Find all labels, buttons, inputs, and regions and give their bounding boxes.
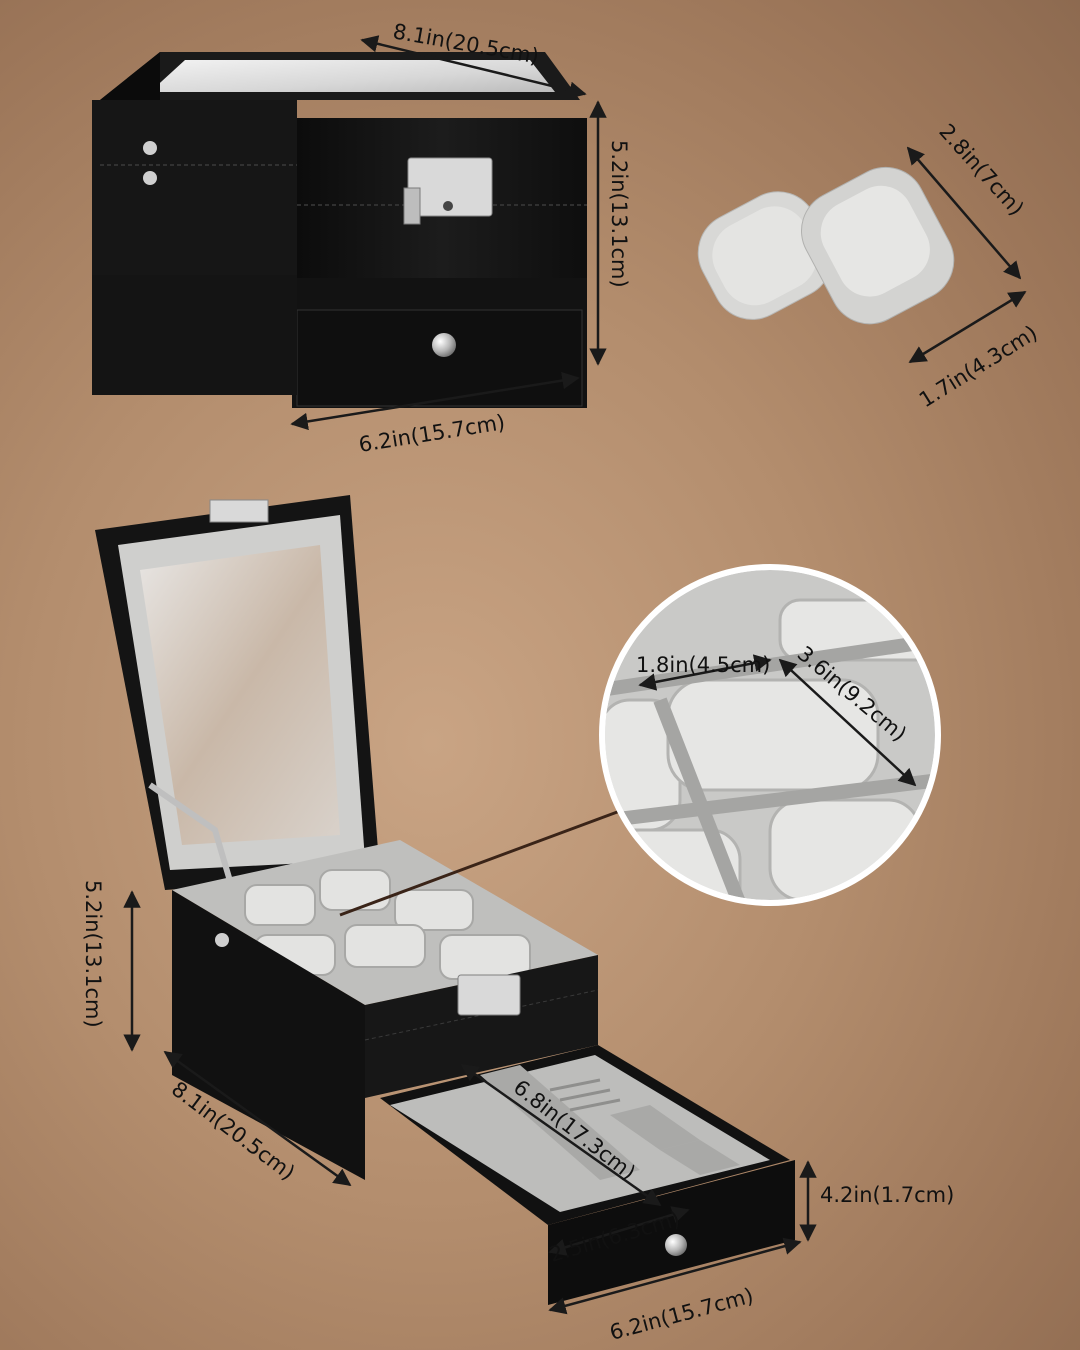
hinge-rivet	[143, 171, 157, 185]
drawer-front	[296, 309, 583, 407]
pillow-width-label: 1.7in(4.3cm)	[915, 321, 1042, 413]
drawer-length-line	[460, 1063, 662, 1207]
compartment-length-line	[778, 658, 917, 787]
open-width-label: 6.2in(15.7cm)	[607, 1283, 756, 1344]
open-drawer-knob	[665, 1234, 687, 1256]
closed-box	[92, 52, 587, 408]
pillow-length-line	[906, 146, 1022, 280]
lid-clasp	[209, 499, 269, 523]
open-depth-line	[163, 1050, 352, 1187]
detail-zoom-circle	[599, 564, 941, 906]
drawer-knob	[432, 333, 456, 357]
keyhole	[443, 201, 453, 211]
lid-glass	[150, 60, 555, 92]
depth-dimension-line	[290, 371, 580, 431]
lid-glass-window	[140, 545, 340, 845]
pillow-width-line	[908, 290, 1027, 364]
open-height-label: 5.2in(13.1cm)	[81, 880, 105, 1028]
drawer-height-label: 4.2in(1.7cm)	[820, 1183, 954, 1207]
width-dimension-line	[360, 35, 587, 99]
box-front	[365, 955, 598, 1098]
open-width-line	[548, 1237, 802, 1315]
zoom-connector-line	[339, 806, 629, 917]
watch-pillows	[697, 166, 955, 325]
top-height-label: 5.2in(13.1cm)	[607, 140, 631, 288]
lock-plate	[407, 157, 493, 217]
top-depth-label: 6.2in(15.7cm)	[357, 410, 507, 457]
compartment-width-label: 1.8in(4.5cm)	[636, 653, 770, 677]
hinge-rivet	[143, 141, 157, 155]
front-lock	[457, 974, 521, 1016]
pillow-length-label: 2.8in(7cm)	[934, 119, 1028, 220]
compartment-width-line	[638, 654, 772, 691]
